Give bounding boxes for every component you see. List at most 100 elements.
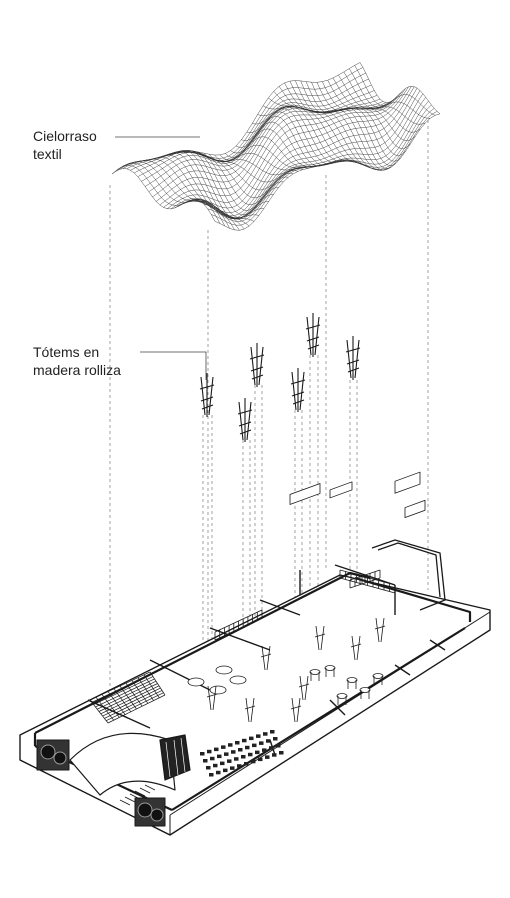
floor-totem — [356, 635, 361, 661]
seat — [216, 770, 221, 775]
seat — [203, 759, 208, 763]
raised-structure — [371, 539, 446, 611]
ceiling-mesh-line — [252, 108, 343, 165]
floor-totem — [266, 645, 271, 671]
seat — [262, 748, 267, 752]
seat — [223, 768, 228, 773]
grid-line — [98, 683, 158, 712]
seat — [279, 751, 284, 755]
audience-seating — [200, 730, 284, 777]
seat — [276, 744, 281, 748]
floor-totem — [351, 635, 356, 661]
ceiling-mesh-line — [327, 80, 411, 149]
seat — [256, 734, 261, 738]
seat — [241, 755, 246, 759]
table — [346, 677, 358, 683]
grid-skylight — [89, 671, 166, 724]
railings — [214, 569, 396, 641]
grid-line — [102, 687, 161, 717]
seat — [242, 738, 247, 743]
floor-totem — [320, 625, 325, 651]
floor-totem — [212, 685, 217, 711]
seat — [244, 762, 249, 766]
ceiling-label: Cielorraso textil — [33, 127, 97, 163]
ceiling-mesh-line — [133, 160, 235, 231]
seat — [265, 755, 270, 759]
ceiling-mesh-line — [338, 74, 421, 133]
ceiling-mesh-line — [182, 151, 279, 211]
seat — [270, 730, 275, 734]
totem — [345, 336, 361, 380]
grid-line — [137, 677, 154, 701]
floor-totem — [207, 685, 212, 711]
floor-totem — [290, 705, 302, 710]
ceiling-mesh-line — [343, 71, 426, 125]
table — [336, 693, 348, 699]
ceiling-mesh-line — [295, 80, 382, 171]
seat — [259, 741, 264, 745]
ceiling-mesh-line — [165, 150, 264, 220]
textile-ceiling — [111, 62, 441, 231]
seat — [220, 761, 225, 766]
grid-line — [131, 680, 149, 704]
floor-totem — [299, 675, 304, 701]
ceiling-mesh-line — [268, 97, 357, 162]
table — [215, 665, 233, 675]
table — [372, 673, 384, 679]
grid-line — [125, 682, 143, 707]
ceiling-mesh-line — [214, 152, 308, 171]
seat — [228, 743, 233, 747]
ceiling-mesh-line — [289, 81, 377, 171]
ceiling-mesh-line — [225, 136, 318, 168]
seat — [235, 741, 240, 745]
ceiling-mesh-line — [219, 144, 313, 169]
floor-furniture — [119, 471, 426, 806]
table — [187, 677, 205, 687]
table — [209, 685, 227, 695]
floor-totem — [374, 625, 386, 630]
seat — [230, 766, 235, 770]
ceiling-mesh-line — [311, 82, 397, 166]
ceiling-mesh-line — [211, 111, 438, 226]
floor-totem — [314, 633, 326, 638]
floor-totem — [206, 693, 218, 698]
seat — [258, 757, 263, 762]
desk — [394, 471, 421, 494]
seat — [237, 764, 242, 768]
floor-totem — [250, 697, 255, 723]
ceiling-mesh-line — [160, 151, 260, 220]
ceiling-mesh-line — [354, 65, 436, 116]
ceiling-mesh-line — [322, 81, 406, 156]
seat — [207, 749, 212, 754]
seat — [238, 748, 243, 752]
floor-totem — [261, 645, 266, 671]
equipment-left — [36, 739, 70, 771]
ceiling-mesh-line — [178, 86, 412, 217]
seat — [210, 756, 215, 761]
table — [359, 687, 371, 693]
ceiling-mesh-line — [316, 82, 402, 162]
seat — [273, 737, 278, 741]
seat — [252, 743, 257, 748]
seat — [200, 752, 205, 756]
step — [124, 796, 136, 803]
seat — [272, 753, 277, 757]
totem — [290, 368, 306, 412]
ceiling-mesh-line — [262, 105, 353, 162]
desk — [289, 483, 321, 505]
seat — [234, 757, 239, 761]
ceiling-mesh-line — [111, 168, 216, 222]
grid-line — [100, 685, 160, 715]
ceiling-mesh-line — [246, 111, 338, 166]
ceiling-mesh-line — [117, 165, 221, 224]
floor-totem — [260, 653, 272, 658]
seat — [217, 754, 222, 759]
grid-line — [104, 690, 163, 719]
ceiling-mesh-line — [278, 86, 367, 167]
floor-totem — [304, 675, 309, 701]
grid-line — [149, 671, 166, 696]
ceiling-mesh-line — [176, 150, 274, 216]
ceiling-mesh-line — [149, 154, 250, 227]
desk — [404, 499, 426, 519]
